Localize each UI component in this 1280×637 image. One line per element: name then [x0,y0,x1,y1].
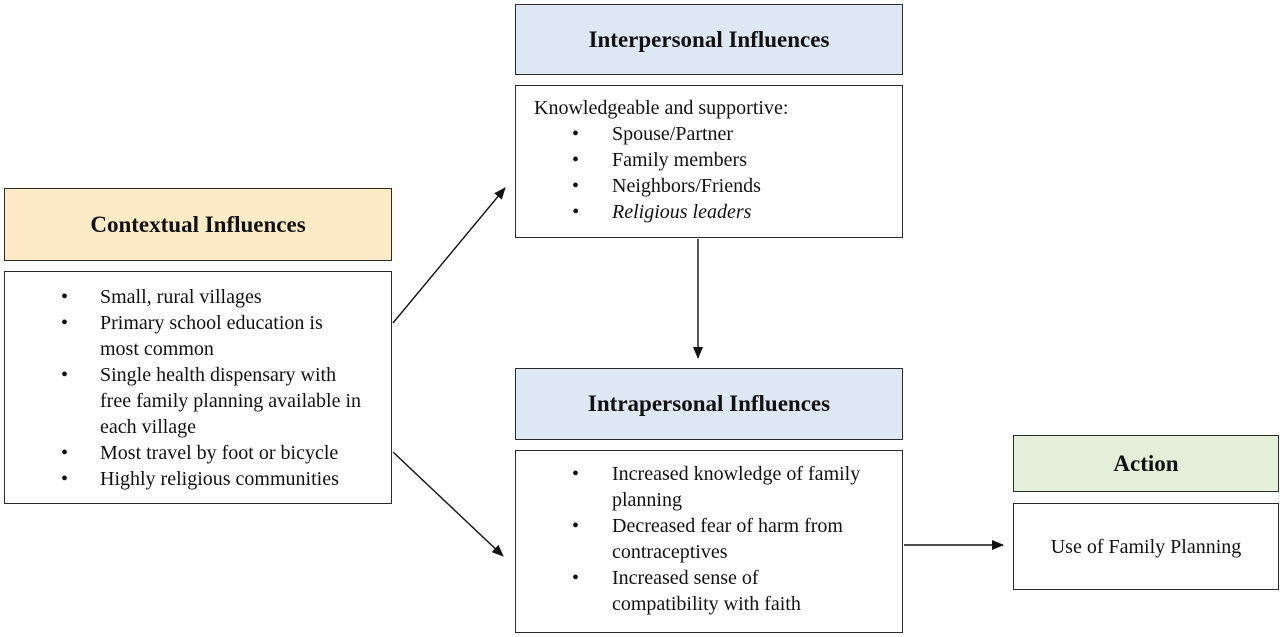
contextual-item: Small, rural villages [5,284,391,310]
arrow-contextual-to-interpersonal [392,187,506,324]
contextual-item: Most travel by foot or bicycle [5,440,391,466]
interpersonal-influences-title: Interpersonal Influences [588,26,830,52]
intrapersonal-item: Decreased fear of harm from contraceptiv… [516,513,902,565]
action-text: Use of Family Planning [1050,535,1242,558]
intrapersonal-item: Increased sense of compatibility with fa… [516,565,862,617]
interpersonal-item: Religious leaders [534,199,902,225]
contextual-item: Highly religious communities [5,466,391,492]
contextual-influences-title: Contextual Influences [90,211,306,237]
contextual-influences-header: Contextual Influences [4,188,392,261]
interpersonal-item: Family members [534,147,902,173]
contextual-influences-list: Small, rural villages Primary school edu… [5,284,391,492]
contextual-influences-body: Small, rural villages Primary school edu… [4,271,392,504]
contextual-item: Single health dispensary with free famil… [5,362,370,440]
contextual-item: Primary school education is most common [5,310,350,362]
arrow-contextual-to-intrapersonal [392,451,504,557]
intrapersonal-influences-header: Intrapersonal Influences [515,368,903,440]
action-title: Action [1113,450,1179,476]
action-header: Action [1013,435,1279,492]
intrapersonal-item: Increased knowledge of family planning [516,461,902,513]
interpersonal-item: Spouse/Partner [534,121,902,147]
interpersonal-influences-header: Interpersonal Influences [515,4,903,75]
action-body: Use of Family Planning [1013,503,1279,590]
interpersonal-intro: Knowledgeable and supportive: [534,97,789,119]
interpersonal-item: Neighbors/Friends [534,173,902,199]
intrapersonal-influences-body: Increased knowledge of family planning D… [515,450,903,633]
intrapersonal-influences-title: Intrapersonal Influences [587,391,831,416]
intrapersonal-influences-list: Increased knowledge of family planning D… [516,461,902,617]
interpersonal-influences-body: Knowledgeable and supportive: Spouse/Par… [515,85,903,238]
interpersonal-influences-list: Spouse/Partner Family members Neighbors/… [534,121,902,225]
